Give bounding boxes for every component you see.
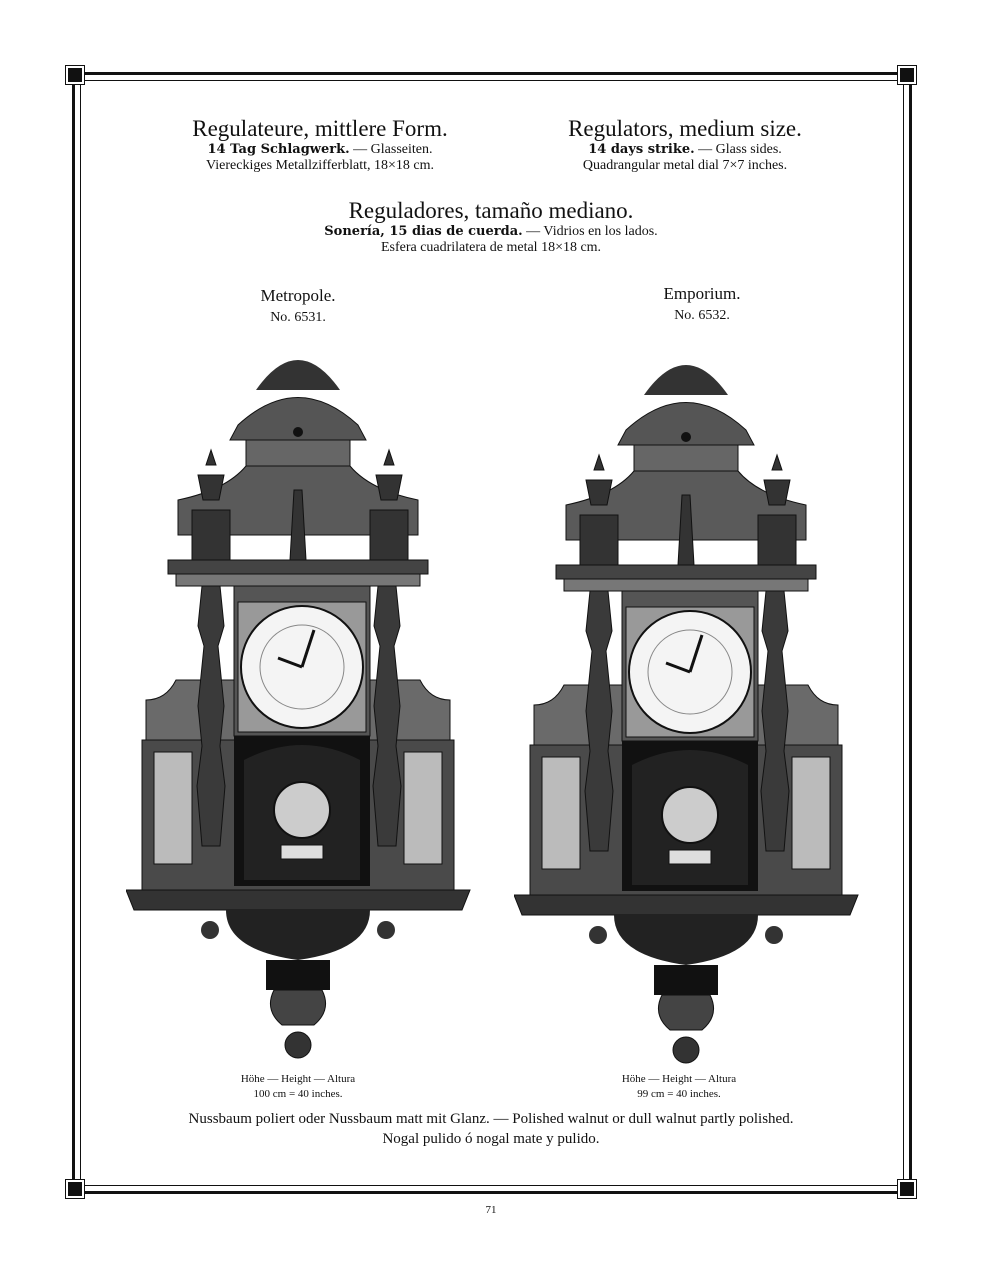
height-6532: Höhe — Height — Altura 99 cm = 40 inches… xyxy=(579,1072,779,1102)
corner-ornament xyxy=(897,1179,917,1199)
spanish-title: Reguladores, tamaño mediano. xyxy=(348,198,634,223)
material-note: Nussbaum poliert oder Nussbaum matt mit … xyxy=(100,1109,882,1149)
spanish-dial: Esfera cuadrilatera de metal 18×18 cm. xyxy=(380,240,602,255)
height-value: 99 cm = 40 inches. xyxy=(637,1088,721,1100)
english-sides: — Glass sides. xyxy=(694,142,782,157)
number-prefix: No. xyxy=(674,308,699,323)
product-name: Metropole. xyxy=(260,286,336,305)
product-name: Emporium. xyxy=(663,284,741,303)
english-heading: Regulators, medium size. 14 days strike.… xyxy=(505,116,865,174)
height-6531: Höhe — Height — Altura 100 cm = 40 inche… xyxy=(198,1072,398,1102)
german-heading: Regulateure, mittlere Form. 14 Tag Schla… xyxy=(140,116,500,174)
height-label: Höhe — Height — Altura xyxy=(240,1073,356,1085)
corner-ornament xyxy=(897,65,917,85)
clock-illustration-metropole xyxy=(126,360,471,1059)
clock-illustration-emporium xyxy=(514,363,859,1065)
product-label-6531: Metropole. No. 6531. xyxy=(198,286,398,326)
height-value: 100 cm = 40 inches. xyxy=(253,1088,343,1100)
page-border-outer xyxy=(72,72,912,1194)
height-label: Höhe — Height — Altura xyxy=(621,1073,737,1085)
product-number: 6532. xyxy=(698,308,730,323)
english-title: Regulators, medium size. xyxy=(568,116,802,141)
english-strike: 14 days strike. xyxy=(588,142,695,157)
english-dial: Quadrangular metal dial 7×7 inches. xyxy=(582,158,788,173)
number-prefix: No. xyxy=(270,310,295,325)
material-note-line2: Nogal pulido ó nogal mate y pulido. xyxy=(382,1131,600,1147)
german-sides: — Glasseiten. xyxy=(349,142,433,157)
material-note-line1: Nussbaum poliert oder Nussbaum matt mit … xyxy=(188,1111,794,1127)
german-title: Regulateure, mittlere Form. xyxy=(192,116,448,141)
clock-drawing xyxy=(126,360,471,1059)
page-number: 71 xyxy=(485,1204,497,1216)
spanish-sides: — Vidrios en los lados. xyxy=(522,224,658,239)
product-number: 6531. xyxy=(294,310,326,325)
spanish-strike: Sonería, 15 dias de cuerda. xyxy=(324,224,523,239)
spanish-heading: Reguladores, tamaño mediano. Sonería, 15… xyxy=(241,198,741,256)
page-border-inner xyxy=(80,80,904,1186)
corner-ornament xyxy=(65,1179,85,1199)
german-dial: Viereckiges Metallzifferblatt, 18×18 cm. xyxy=(206,158,434,173)
corner-ornament xyxy=(65,65,85,85)
product-label-6532: Emporium. No. 6532. xyxy=(602,284,802,324)
german-strike: 14 Tag Schlagwerk. xyxy=(207,142,350,157)
